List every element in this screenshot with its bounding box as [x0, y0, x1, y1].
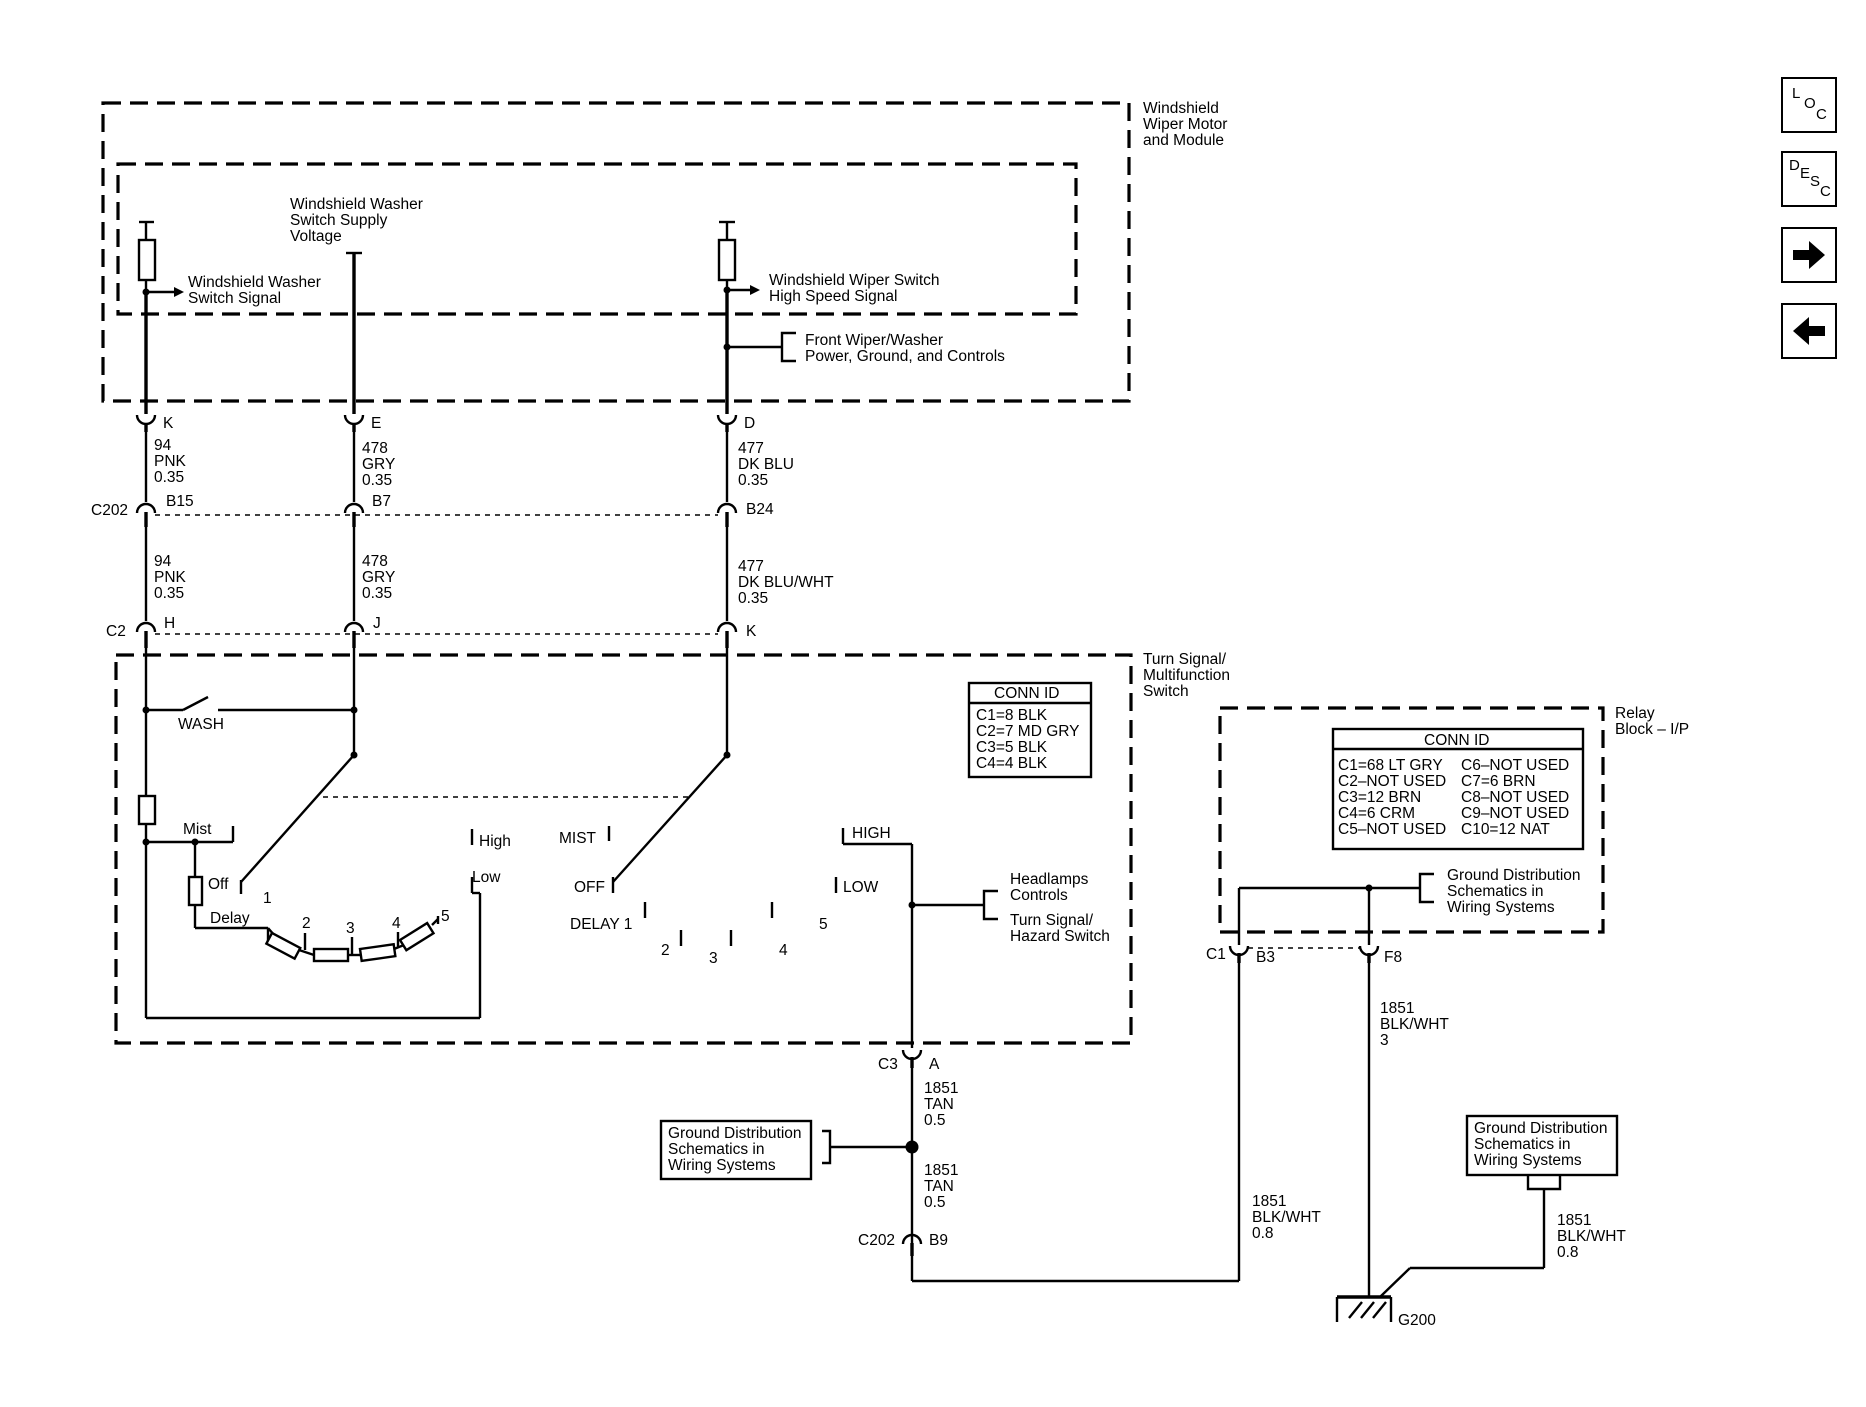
- wire-477-upper: 477 DK BLU 0.35: [738, 440, 798, 489]
- relay-block-label: Relay Block – I/P: [1615, 705, 1689, 738]
- arrow-left-icon: [1793, 317, 1825, 345]
- connector-c202-bottom: C202: [858, 1232, 895, 1249]
- svg-text:C1=68 LT GRY C2–NOT USED: C1=68 LT GRY C2–NOT USED C3=12 BRN C4=6 …: [1338, 757, 1451, 838]
- desc-letter-d: D: [1789, 157, 1800, 174]
- next-button[interactable]: [1781, 227, 1837, 283]
- high-right-label: HIGH: [852, 825, 891, 842]
- high-left-label: High: [479, 833, 511, 850]
- arrow-right-icon: [1793, 241, 1825, 269]
- pos-5-right: 5: [819, 916, 828, 933]
- pin-a: A: [929, 1056, 940, 1073]
- connector-c1: C1: [1206, 946, 1226, 963]
- pin-k-c2: K: [746, 623, 757, 640]
- pin-h: H: [164, 615, 175, 632]
- pin-j: J: [373, 615, 381, 632]
- wire-94-lower: 94 PNK 0.35: [154, 553, 190, 602]
- pin-k-top: K: [163, 415, 174, 432]
- connector-c3: C3: [878, 1056, 898, 1073]
- delay-left-label: Delay: [210, 910, 250, 927]
- washer-signal-label: Windshield Washer Switch Signal: [188, 274, 325, 307]
- pos-2-right: 2: [661, 942, 670, 959]
- ground-dist-relay-label: Ground Distribution Schematics in Wiring…: [1447, 867, 1585, 916]
- low-left-label: Low: [472, 869, 501, 886]
- pin-b7: B7: [372, 493, 391, 510]
- relay-block-ground: [1228, 872, 1562, 1298]
- description-button[interactable]: D E S C: [1781, 151, 1837, 207]
- mist-left-label: Mist: [183, 821, 212, 838]
- previous-button[interactable]: [1781, 303, 1837, 359]
- wire-1851-blk-wht-b3: 1851 BLK/WHT 0.8: [1252, 1193, 1325, 1242]
- pos-4-right: 4: [779, 942, 788, 959]
- wire-478-lower: 478 GRY 0.35: [362, 553, 399, 602]
- desc-letter-c: C: [1820, 183, 1831, 200]
- pin-b9: B9: [929, 1232, 948, 1249]
- wash-label: WASH: [178, 716, 224, 733]
- wiper-high-signal-label: Windshield Wiper Switch High Speed Signa…: [769, 272, 944, 305]
- front-wiper-ref-label: Front Wiper/Washer Power, Ground, and Co…: [805, 332, 1005, 365]
- conn-id-table-switch: CONN ID C1=8 BLK C2=7 MD GRY C3=5 BLK C4…: [967, 681, 1093, 779]
- pos-3-left: 3: [346, 920, 355, 937]
- wire-1851-blk-wht-ground: 1851 BLK/WHT 0.8: [1557, 1212, 1630, 1261]
- svg-text:C6–NOT USED C7=6 BRN: C6–NOT USED C7=6 BRN C8–NOT USED C9–NOT …: [1461, 757, 1574, 838]
- wiper-switch-contacts: [607, 826, 998, 1048]
- turn-signal-switch-label: Turn Signal/ Multifunction Switch: [1143, 651, 1234, 700]
- pos-2-left: 2: [302, 915, 311, 932]
- pos-4-left: 4: [392, 915, 401, 932]
- turn-hazard-ref-label: Turn Signal/ Hazard Switch: [1010, 912, 1110, 945]
- wash-switch: [142, 695, 474, 963]
- washer-supply-label: Windshield Washer Switch Supply Voltage: [290, 196, 427, 245]
- pin-e-top: E: [371, 415, 381, 432]
- connector-c2: C2: [106, 623, 126, 640]
- svg-text:C1=8 BLK C2=7 MD GRY: C1=8 BLK C2=7 MD GRY C3=5 BLK C4=4 BLK: [976, 707, 1084, 772]
- pin-d-top: D: [744, 415, 755, 432]
- off-left-label: Off: [208, 876, 229, 893]
- ground-dist-left-box: [659, 1119, 813, 1181]
- connector-c202-top: C202: [91, 502, 128, 519]
- wiper-motor-module-label: Windshield Wiper Motor and Module: [1143, 100, 1232, 149]
- desc-letter-e: E: [1800, 165, 1811, 182]
- wire-1851-blk-wht-f8: 1851 BLK/WHT 3: [1380, 1000, 1453, 1049]
- wiper-module-inner-outline: [116, 162, 1078, 316]
- ground-symbol: [1335, 1295, 1393, 1322]
- wiper-motor-module-outline: [101, 101, 1131, 403]
- wire-94-upper: 94 PNK 0.35: [154, 437, 190, 486]
- circuit-94-pnk: [135, 220, 482, 1020]
- circuit-477-dk-blu: [612, 220, 796, 883]
- conn-id-table-relay: CONN ID C1=68 LT GRY C2–NOT USED C3=12 B…: [1331, 727, 1585, 851]
- pin-b15: B15: [166, 493, 194, 510]
- pos-3-right: 3: [709, 950, 718, 967]
- circuit-1851-tan: [822, 963, 1241, 1283]
- location-button[interactable]: L O C: [1781, 77, 1837, 133]
- delay1-right-label: DELAY 1: [570, 916, 632, 933]
- wire-1851-tan-upper: 1851 TAN 0.5: [924, 1080, 963, 1129]
- loc-letter-l: L: [1792, 85, 1801, 102]
- desc-letter-s: S: [1810, 173, 1821, 190]
- pos-1-left: 1: [263, 890, 272, 907]
- svg-text:CONN ID: CONN ID: [994, 685, 1059, 702]
- pin-b24: B24: [746, 501, 774, 518]
- loc-letter-c: C: [1816, 106, 1827, 123]
- relay-block-outline: [1218, 706, 1605, 934]
- wire-478-upper: 478 GRY 0.35: [362, 440, 399, 489]
- mist-right-label: MIST: [559, 830, 597, 847]
- circuit-478-gry: [240, 251, 365, 883]
- ground-dist-left-label: Ground Distribution Schematics in Wiring…: [668, 1125, 806, 1174]
- ground-label: G200: [1398, 1312, 1436, 1329]
- pin-b3: B3: [1256, 949, 1275, 966]
- pin-f8: F8: [1384, 949, 1402, 966]
- pos-5-left: 5: [441, 908, 450, 925]
- wire-477-lower: 477 DK BLU/WHT 0.35: [738, 558, 838, 607]
- ground-dist-right-box: [1465, 1114, 1619, 1177]
- wire-1851-tan-lower: 1851 TAN 0.5: [924, 1162, 963, 1211]
- headlamps-ref-label: Headlamps Controls: [1010, 871, 1093, 904]
- low-right-label: LOW: [843, 879, 879, 896]
- svg-text:CONN ID: CONN ID: [1424, 732, 1489, 749]
- off-right-label: OFF: [574, 879, 605, 896]
- ground-dist-right-label: Ground Distribution Schematics in Wiring…: [1474, 1120, 1612, 1169]
- loc-letter-o: O: [1804, 95, 1816, 112]
